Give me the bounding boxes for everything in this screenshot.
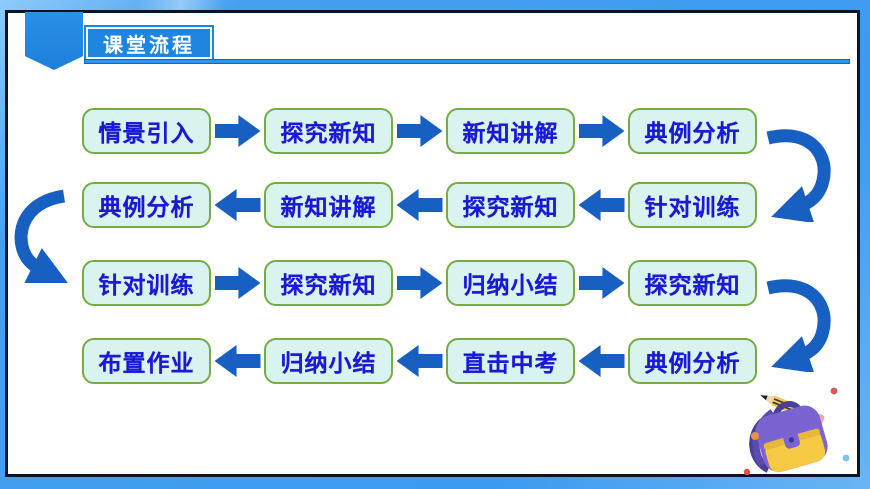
flow-row-4: 布置作业 归纳小结 直击中考 典例分析 (82, 338, 757, 384)
title-underline (84, 59, 850, 64)
arrow-left-icon (214, 345, 261, 377)
flow-row-2: 典例分析 新知讲解 探究新知 针对训练 (82, 182, 757, 228)
arrow-right-icon (578, 267, 625, 299)
school-illustration (743, 387, 850, 476)
flow-box: 归纳小结 (446, 260, 575, 306)
bookmark-ribbon-icon (25, 12, 83, 70)
page-title: 课堂流程 (86, 27, 212, 59)
arrow-left-icon (396, 345, 443, 377)
flow-box: 探究新知 (264, 108, 393, 154)
arrow-left-icon (578, 189, 625, 221)
arrow-left-icon (578, 345, 625, 377)
arrow-left-icon (396, 189, 443, 221)
page-title-label: 课堂流程 (103, 34, 195, 57)
flow-box: 情景引入 (82, 108, 211, 154)
dot-red (830, 387, 838, 395)
flow-box: 针对训练 (82, 260, 211, 306)
flow-box: 探究新知 (628, 260, 757, 306)
arrow-right-icon (396, 267, 443, 299)
flow-box: 新知讲解 (446, 108, 575, 154)
backpack-icon (749, 401, 828, 473)
dot-orange (751, 432, 759, 440)
curved-arrow-row1-row2-icon (766, 129, 831, 222)
arrow-right-icon (214, 115, 261, 147)
frame-accent-stripe (120, 0, 280, 11)
slide-content-area (5, 10, 860, 477)
arrow-left-icon (214, 189, 261, 221)
flow-row-1: 情景引入 探究新知 新知讲解 典例分析 (82, 108, 757, 154)
flow-box: 探究新知 (264, 260, 393, 306)
arrow-right-icon (578, 115, 625, 147)
arrow-right-icon (214, 267, 261, 299)
flow-box: 布置作业 (82, 338, 211, 384)
dot-blue (842, 454, 850, 462)
flow-box: 典例分析 (628, 108, 757, 154)
flow-box: 典例分析 (82, 182, 211, 228)
curved-arrow-row3-row4-icon (766, 279, 831, 372)
flow-row-3: 针对训练 探究新知 归纳小结 探究新知 (82, 260, 757, 306)
arrow-right-icon (396, 115, 443, 147)
flow-box: 针对训练 (628, 182, 757, 228)
flow-box: 归纳小结 (264, 338, 393, 384)
flow-box: 典例分析 (628, 338, 757, 384)
flow-box: 新知讲解 (264, 182, 393, 228)
flow-box: 探究新知 (446, 182, 575, 228)
flow-box: 直击中考 (446, 338, 575, 384)
dot-red (743, 468, 751, 476)
curved-arrow-row2-row3-icon (14, 189, 68, 283)
